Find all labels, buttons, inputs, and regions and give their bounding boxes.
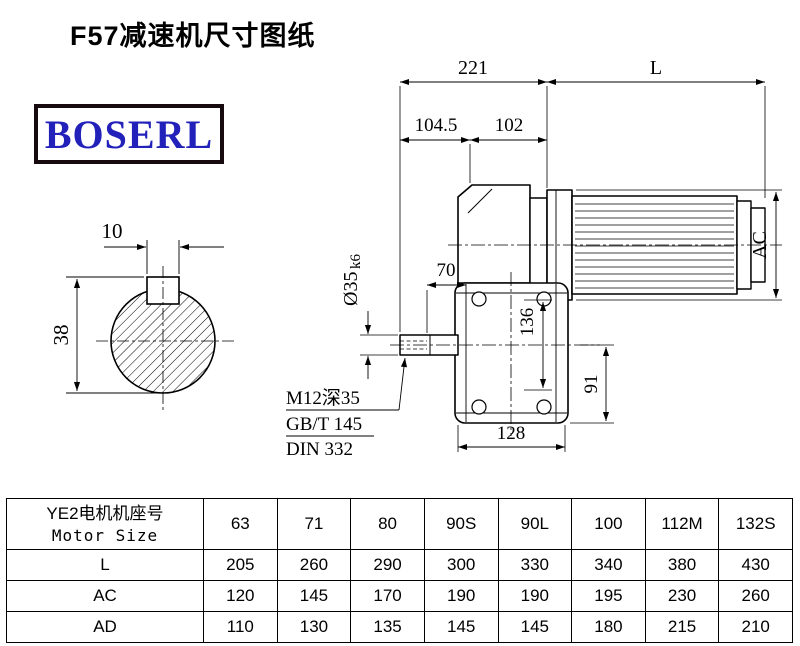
table-cell: 300 — [423, 549, 499, 581]
table-cell: 145 — [497, 611, 573, 643]
dim-L-text: L — [650, 57, 662, 79]
table-cell: 170 — [350, 580, 425, 612]
table-cell: 135 — [350, 611, 425, 643]
motor-fins — [575, 203, 734, 289]
bolt-hole — [536, 399, 552, 415]
table-cell: 190 — [497, 580, 573, 612]
dim-104-5-text: 104.5 — [415, 115, 458, 136]
table-row-AD: AD 110 130 135 145 145 180 215 210 — [6, 611, 793, 643]
table-cell: 210 — [718, 611, 793, 643]
note-din332-text: DIN 332 — [286, 439, 353, 460]
dim-102-text: 102 — [495, 115, 524, 136]
table-row-AC: AC 120 145 170 190 190 195 230 260 — [6, 580, 793, 612]
size-header: 90S — [423, 498, 499, 550]
dim-221-text: 221 — [458, 57, 488, 79]
table-cell: 215 — [644, 611, 720, 643]
size-header: 63 — [203, 498, 278, 550]
page-title: F57减速机尺寸图纸 — [70, 21, 316, 51]
svg-text:Ø35: Ø35 — [340, 272, 362, 306]
row-label: L — [6, 549, 204, 581]
motor-size-table: YE2电机机座号 Motor Size 63 71 80 90S 90L 100… — [6, 498, 793, 643]
lower-housing — [454, 282, 569, 424]
note-gbt145-text: GB/T 145 — [286, 414, 362, 435]
dim-AC-text: AC — [749, 231, 771, 259]
table-cell: 180 — [571, 611, 646, 643]
table-cell: 340 — [571, 549, 646, 581]
table-cell: 260 — [718, 580, 793, 612]
size-header: 112M — [644, 498, 720, 550]
table-cell: 230 — [644, 580, 720, 612]
bolt-hole — [471, 399, 487, 415]
tapped-hole-note: M12深35 GB/T 145 DIN 332 — [286, 357, 408, 460]
dim-key-depth: 38 — [49, 276, 158, 394]
table-cell: 145 — [423, 611, 499, 643]
dim-136-text: 136 — [517, 308, 538, 337]
table-header-row: YE2电机机座号 Motor Size 63 71 80 90S 90L 100… — [6, 498, 793, 550]
size-header: 100 — [571, 498, 646, 550]
table-cell: 110 — [203, 611, 278, 643]
table-cell: 130 — [276, 611, 352, 643]
row-label: AD — [6, 611, 204, 643]
upper-housing — [457, 184, 531, 284]
note-m12-text: M12深35 — [286, 387, 360, 409]
dim-key-width: 10 — [102, 219, 224, 274]
svg-text:k6: k6 — [348, 254, 364, 270]
size-header: 71 — [276, 498, 352, 550]
shaft-cross-section-view: 10 38 — [49, 219, 234, 412]
dim-10-text: 10 — [102, 219, 123, 243]
table-cell: 290 — [350, 549, 425, 581]
size-header: 90L — [497, 498, 573, 550]
table-cell: 260 — [276, 549, 352, 581]
bolt-hole — [536, 291, 552, 307]
table-cell: 195 — [571, 580, 646, 612]
row-label: AC — [6, 580, 204, 612]
boserl-logo: BOSERL — [34, 104, 224, 164]
header-label-en: Motor Size — [51, 526, 159, 545]
size-header: 132S — [718, 498, 793, 550]
dim-91-text: 91 — [581, 375, 602, 394]
dim-shaft-diameter-text: Ø35 k6 — [340, 254, 364, 307]
dim-70-text: 70 — [437, 260, 456, 281]
table-cell: 205 — [203, 549, 278, 581]
table-cell: 145 — [276, 580, 352, 612]
bolt-hole — [471, 291, 487, 307]
size-header: 80 — [350, 498, 425, 550]
dimensions: 221 L 104.5 102 70 Ø35 k6 136 — [340, 57, 782, 452]
gear-reducer-side-view — [390, 184, 782, 436]
motor-size-header-cell: YE2电机机座号 Motor Size — [6, 498, 204, 550]
dim-38-text: 38 — [49, 325, 73, 346]
header-label-cn: YE2电机机座号 — [46, 504, 164, 523]
table-cell: 430 — [718, 549, 793, 581]
logo-text: BOSERL — [44, 111, 214, 157]
table-cell: 330 — [497, 549, 573, 581]
technical-drawing: 10 38 — [49, 57, 782, 460]
dim-128-text: 128 — [497, 423, 526, 444]
table-row-L: L 205 260 290 300 330 340 380 430 — [6, 549, 793, 581]
table-cell: 120 — [203, 580, 278, 612]
table-cell: 380 — [644, 549, 720, 581]
table-cell: 190 — [423, 580, 499, 612]
